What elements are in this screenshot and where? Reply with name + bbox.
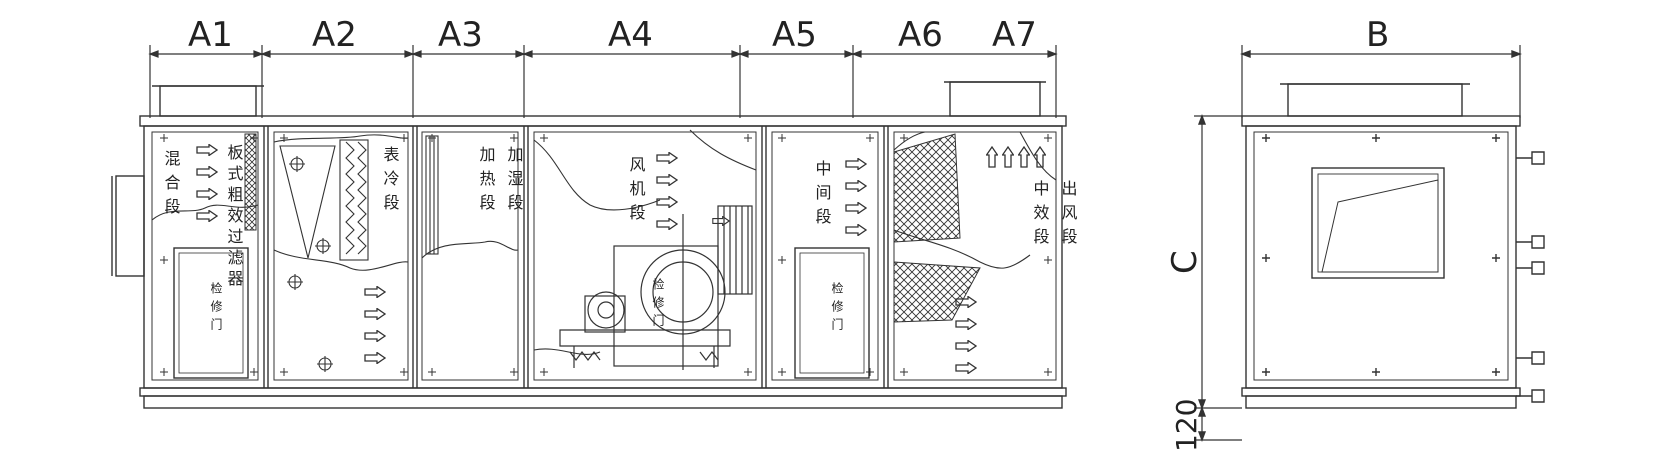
dim-label-b: B (1366, 15, 1389, 55)
dim-label-c: C (1165, 250, 1205, 274)
dim-label-a2: A2 (312, 15, 357, 55)
dim-label-a7: A7 (992, 15, 1037, 55)
label-surface-cooler: 表冷段 (381, 146, 400, 218)
dim-label-a3: A3 (438, 15, 483, 55)
dim-label-a5: A5 (772, 15, 817, 55)
label-fan: 风机段 (627, 156, 646, 228)
label-door-fan: 检修门 (651, 277, 665, 332)
label-medium-filter: 中效段 (1031, 180, 1050, 252)
dim-label-a4: A4 (608, 15, 653, 55)
front-casing (111, 81, 1067, 409)
label-outlet: 出风段 (1059, 180, 1078, 252)
label-plate-filter: 板式粗效过滤器 (225, 144, 244, 291)
label-mixing-section: 混合段 (162, 150, 181, 222)
fan-assembly (559, 205, 753, 370)
label-door-intermediate: 检修门 (830, 281, 844, 336)
label-heating: 加热段 (477, 146, 496, 218)
door-frames (173, 247, 870, 379)
side-view (1194, 45, 1545, 442)
label-intermediate: 中间段 (813, 160, 832, 232)
label-humidifying: 加湿段 (505, 146, 524, 218)
plate-filter-element (244, 133, 257, 231)
medium-filter-mesh (893, 133, 981, 323)
dim-label-base-120: 120 (1170, 399, 1203, 452)
cooling-coil (279, 139, 369, 372)
label-door-mixing: 检修门 (209, 281, 223, 336)
heater-panel (425, 135, 439, 255)
dim-label-a6: A6 (898, 15, 943, 55)
dimension-lines (148, 45, 1058, 118)
cutaway-outlines (151, 129, 1057, 355)
dim-label-a1: A1 (188, 15, 233, 55)
